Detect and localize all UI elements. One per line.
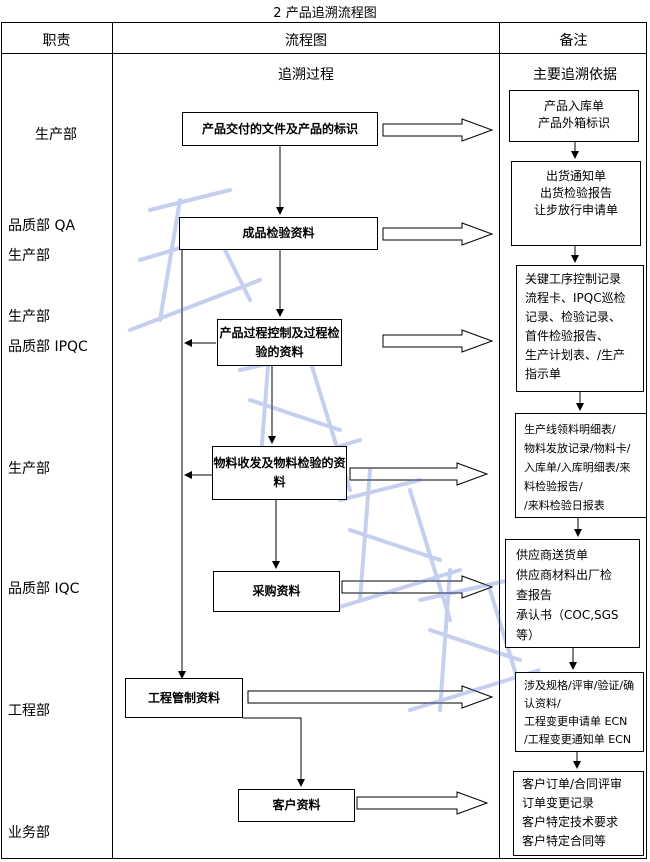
note-line: 生产计划表、/生产 — [525, 348, 626, 362]
note-line: 料检验报告/ — [524, 480, 583, 493]
header-divider — [1, 53, 647, 54]
note-line: 物料发放记录/物料卡/ — [524, 442, 631, 455]
subheader-flow: 追溯过程 — [278, 67, 334, 83]
note-box: 产品入库单 产品外箱标识 — [509, 90, 639, 142]
note-line: 记录、检验记录、 — [525, 310, 622, 324]
column-divider-1 — [112, 22, 113, 859]
note-line: 关键工序控制记录 — [525, 272, 622, 286]
block-arrow — [382, 118, 494, 142]
note-line: 客户特定合同等 — [522, 834, 607, 848]
note-line: 承认书（COC,SGS — [516, 608, 619, 622]
role-label: 品质部 IQC — [8, 581, 80, 597]
block-arrow — [349, 462, 489, 486]
note-line: 工程变更申请单 ECN — [524, 715, 628, 728]
flow-box-final-inspection: 成品检验资料 — [179, 217, 378, 250]
flow-box-delivery-docs: 产品交付的文件及产品的标识 — [182, 112, 378, 146]
block-arrow — [341, 575, 494, 599]
role-label: 品质部 IPQC — [8, 339, 88, 355]
subheader-remark: 主要追溯依据 — [533, 67, 617, 83]
document-title: 2 产品追溯流程图 — [273, 6, 377, 21]
block-arrow — [356, 791, 489, 815]
note-line: 产品外箱标识 — [537, 116, 610, 130]
note-line: 客户特定技术要求 — [522, 815, 619, 829]
header-remark: 备注 — [559, 33, 588, 49]
flow-box-customer: 客户资料 — [238, 789, 355, 822]
role-label: 品质部 QA — [8, 218, 76, 234]
role-label: 工程部 — [8, 703, 50, 719]
column-divider-2 — [499, 22, 500, 859]
note-line: /工程变更通知单 ECN — [524, 733, 632, 746]
block-arrow — [382, 222, 494, 246]
block-arrow — [247, 685, 494, 709]
note-line: 入库单/入库明细表/来 — [524, 461, 631, 474]
note-line: 出货检验报告 — [539, 186, 612, 200]
flow-box-process-control: 产品过程控制及过程检验的资料 — [217, 319, 342, 366]
flow-box-material: 物料收发及物料检验的资料 — [212, 446, 347, 500]
role-label: 业务部 — [8, 825, 50, 841]
note-line: 认资料/ — [524, 697, 561, 710]
note-line: 等） — [516, 628, 541, 642]
flow-box-engineering: 工程管制资料 — [125, 678, 243, 718]
role-label: 生产部 — [8, 248, 50, 264]
note-box: 供应商送货单 供应商材料出厂检 查报告 承认书（COC,SGS 等） — [505, 539, 640, 648]
role-label: 生产部 — [8, 461, 50, 477]
header-flow: 流程图 — [285, 33, 327, 49]
note-line: 产品入库单 — [543, 99, 604, 113]
note-line: 供应商送货单 — [516, 548, 589, 562]
note-line: 生产线领料明细表/ — [524, 423, 616, 436]
note-box: 生产线领料明细表/ 物料发放记录/物料卡/ 入库单/入库明细表/来 料检验报告/… — [515, 413, 647, 518]
note-line: 供应商材料出厂检 — [516, 568, 613, 582]
role-label: 生产部 — [35, 127, 77, 143]
header-duty: 职责 — [42, 33, 71, 49]
note-line: 让步放行申请单 — [533, 203, 618, 217]
note-line: 指示单 — [525, 367, 562, 381]
role-label: 生产部 — [8, 309, 50, 325]
note-box: 涉及规格/评审/验证/确 认资料/ 工程变更申请单 ECN /工程变更通知单 E… — [515, 672, 644, 752]
note-line: 客户订单/合同评审 — [522, 777, 623, 791]
note-line: 涉及规格/评审/验证/确 — [524, 679, 635, 692]
note-line: 流程卡、IPQC巡检 — [525, 291, 626, 305]
note-line: 订单变更记录 — [522, 796, 595, 810]
flow-box-purchasing: 采购资料 — [213, 571, 340, 612]
note-line: 查报告 — [516, 588, 553, 602]
note-box: 客户订单/合同评审 订单变更记录 客户特定技术要求 客户特定合同等 — [513, 771, 644, 856]
note-line: 出货通知单 — [545, 169, 606, 183]
flow-arrow — [243, 717, 305, 787]
note-line: 首件检验报告、 — [525, 329, 610, 343]
note-box: 出货通知单 出货检验报告 让步放行申请单 — [511, 161, 641, 246]
note-line: /来料检验日报表 — [524, 499, 605, 512]
note-box: 关键工序控制记录 流程卡、IPQC巡检 记录、检验记录、 首件检验报告、 生产计… — [516, 265, 644, 392]
block-arrow — [382, 329, 494, 353]
